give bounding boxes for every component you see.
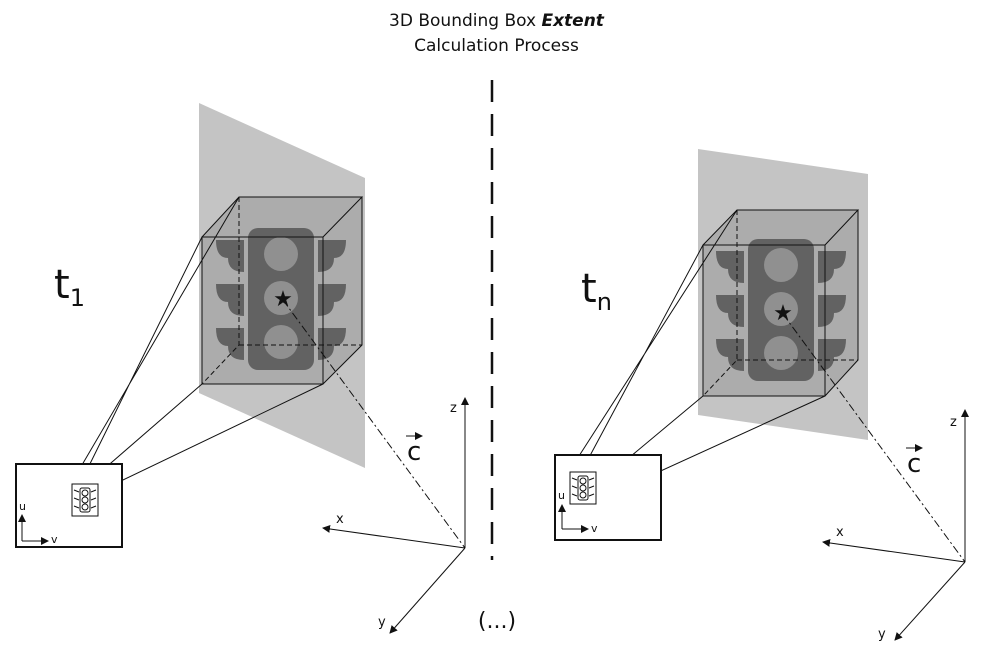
camera-vector-label: c [407, 437, 421, 467]
z-axis-label: z [450, 401, 457, 416]
y-axis [389, 547, 466, 634]
x-axis-label: x [836, 525, 844, 540]
diagram-title-line1: 3D Bounding Box Extent [0, 9, 993, 33]
centroid-star-icon: ★ [273, 287, 293, 312]
title-emphasis: Extent [541, 11, 604, 31]
ellipsis-label: (...) [478, 609, 516, 634]
x-axis [322, 525, 466, 549]
image-axis-v-label: v [51, 533, 58, 546]
y-axis-label: y [878, 627, 886, 642]
traffic-light-thumbnail [71, 483, 99, 517]
panel-t1: ★ u v t1 z x y c [15, 103, 469, 634]
traffic-light-thumbnail [569, 471, 597, 505]
diagram-title-line2: Calculation Process [414, 36, 579, 56]
centroid-star-icon: ★ [773, 301, 793, 326]
y-axis [894, 561, 966, 641]
camera-image-frame [15, 463, 123, 548]
image-axis-u-label: u [19, 500, 26, 513]
y-axis-label: y [378, 615, 386, 630]
x-axis-label: x [336, 512, 344, 527]
camera-ray [782, 313, 966, 563]
projection-lines [71, 196, 324, 493]
time-label: tn [581, 266, 612, 316]
time-label: t1 [54, 262, 85, 312]
x-axis [822, 539, 966, 563]
camera-vector-label: c [907, 449, 921, 479]
title-prefix: 3D Bounding Box [389, 11, 542, 31]
bounding-box-3d [201, 196, 364, 385]
camera-ray [282, 299, 466, 549]
bounding-box-3d [702, 209, 860, 397]
panel-tn: ★ u v tn z x y c [554, 149, 969, 642]
projection-lines [569, 209, 826, 501]
image-axis-v-label: v [591, 522, 598, 535]
image-axis-u-label: u [558, 489, 565, 502]
z-axis-label: z [950, 415, 957, 430]
